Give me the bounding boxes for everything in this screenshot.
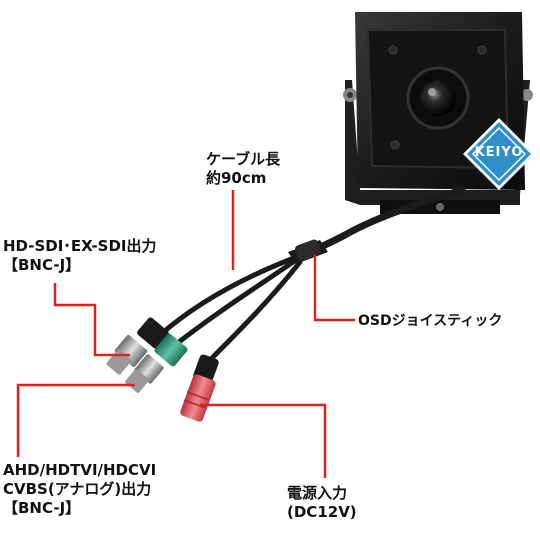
logo-text: KEIYO: [474, 145, 524, 160]
power-connector: [180, 354, 219, 422]
callout-ahd: [16, 383, 135, 457]
keiyo-logo: KEIYO: [463, 118, 535, 190]
callout-hdsdi: [53, 283, 130, 357]
cable-branch-hdsdi: [157, 255, 297, 338]
label-cable-line2: 約90cm: [206, 169, 267, 187]
label-cable-line1: ケーブル長: [206, 150, 281, 168]
label-hdsdi-line2: 【BNC-J】: [3, 256, 81, 274]
callout-power: [200, 403, 327, 478]
label-ahd-line3: 【BNC-J】: [3, 499, 81, 517]
label-ahd-line2: CVBS(アナログ)出力: [3, 480, 152, 498]
label-ahd-line1: AHD/HDTVI/HDCVI: [3, 461, 157, 479]
label-power-input: 電源入力 (DC12V): [287, 484, 357, 522]
camera-body: [355, 12, 525, 190]
label-cable-length: ケーブル長 約90cm: [206, 150, 280, 188]
cable-branch-ahd: [172, 257, 299, 348]
cable-branch-power: [207, 259, 303, 363]
callout-osd: [313, 255, 355, 322]
label-hdsdi-output: HD-SDI･EX-SDI出力 【BNC-J】: [3, 237, 157, 275]
label-hdsdi-line1: HD-SDI･EX-SDI出力: [3, 237, 157, 255]
label-osd-line1: OSDジョイスティック: [358, 313, 503, 329]
label-power-line2: (DC12V): [287, 503, 357, 521]
logo-diamond-icon: [463, 118, 535, 190]
label-power-line1: 電源入力: [287, 484, 348, 502]
bnc-connector-ahd: [125, 333, 188, 393]
label-osd-joystick: OSDジョイスティック: [358, 312, 502, 331]
label-ahd-output: AHD/HDTVI/HDCVI CVBS(アナログ)出力 【BNC-J】: [3, 461, 156, 518]
callout-lines: [16, 190, 355, 478]
